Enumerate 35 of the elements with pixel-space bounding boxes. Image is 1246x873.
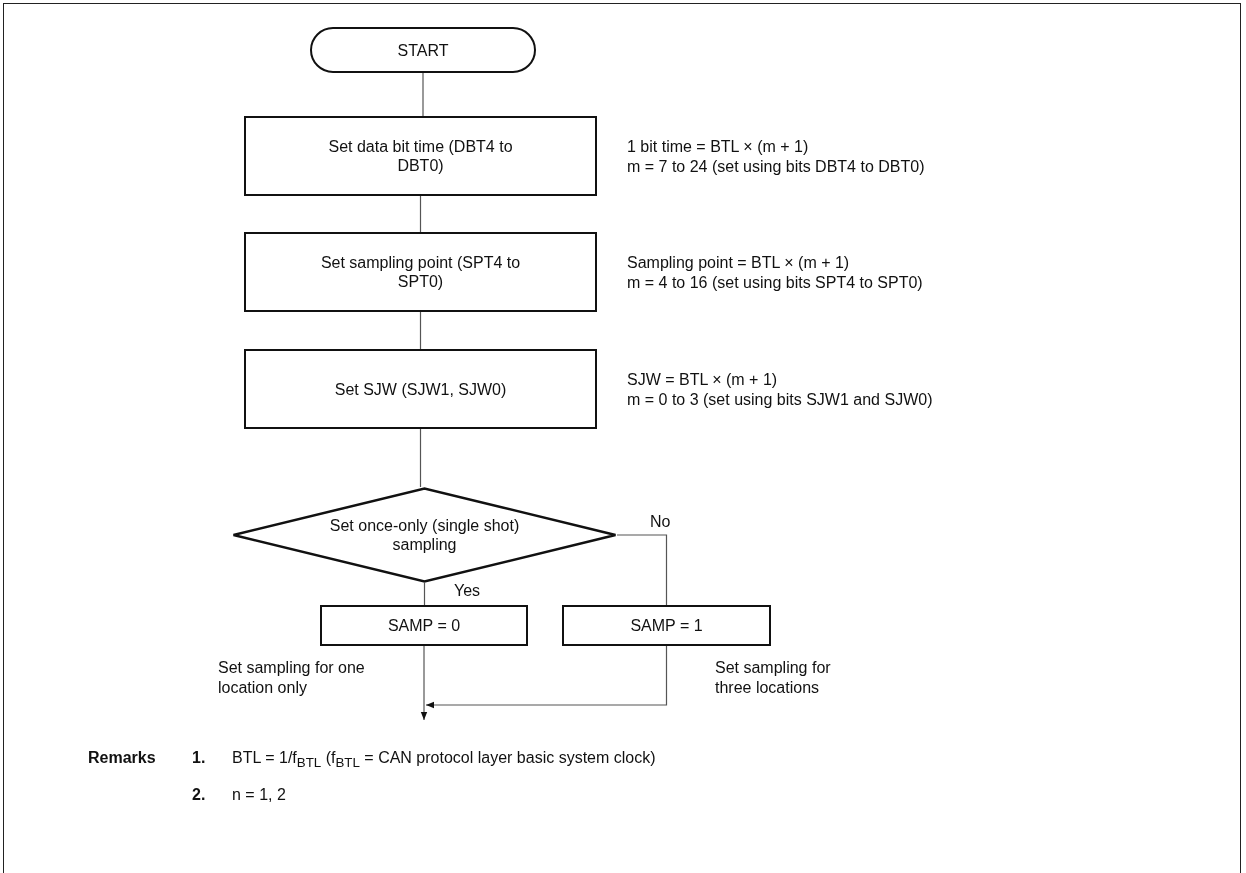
- process-box: [244, 349, 597, 429]
- connector-line: [423, 582, 426, 606]
- annotation-text: m = 4 to 16 (set using bits SPT4 to SPT0): [627, 273, 923, 293]
- annotation-text: SJW = BTL × (m + 1): [627, 370, 778, 390]
- connector-line: [616, 534, 668, 606]
- node-text: Set SJW (SJW1, SJW0): [333, 379, 508, 399]
- remark-number: 2.: [192, 785, 206, 805]
- annotation-text: Sampling point = BTL × (m + 1): [627, 253, 850, 273]
- process-box: [244, 116, 597, 196]
- decision-diamond: [232, 487, 617, 583]
- node-text: SAMP = 0: [386, 616, 462, 635]
- process-box: [244, 232, 597, 312]
- connector-line: [419, 195, 422, 233]
- annotation-text: 1 bit time = BTL × (m + 1): [627, 137, 809, 157]
- terminal-box: [310, 27, 536, 73]
- annotation-text: Set sampling for three locations: [715, 658, 832, 698]
- process-box: [562, 605, 771, 646]
- remark-text: n = 1, 2: [232, 785, 286, 805]
- connector-line: [419, 311, 422, 350]
- node-text: Set once-only (single shot) sampling: [328, 516, 521, 554]
- connector-line: [419, 428, 422, 488]
- remarks-heading: Remarks: [88, 748, 156, 768]
- node-text: Set sampling point (SPT4 to SPT0): [319, 253, 522, 291]
- arrow: [420, 645, 428, 721]
- arrow: [425, 645, 668, 709]
- annotation-text: m = 0 to 3 (set using bits SJW1 and SJW0): [627, 390, 933, 410]
- remark-text: BTL = 1/f$_{BTL}$ (f$_{BTL}$ = CAN protocol layer basic system clock): [232, 748, 656, 773]
- connector-line: [422, 72, 424, 117]
- node-text: Set data bit time (DBT4 to DBT0): [327, 137, 514, 175]
- process-box: [320, 605, 528, 646]
- annotation-text: Set sampling for one location only: [218, 658, 366, 698]
- node-text: START: [396, 40, 450, 60]
- remark-number: 1.: [192, 748, 206, 768]
- annotation-text: m = 7 to 24 (set using bits DBT4 to DBT0): [627, 157, 925, 177]
- node-text: SAMP = 1: [629, 616, 704, 635]
